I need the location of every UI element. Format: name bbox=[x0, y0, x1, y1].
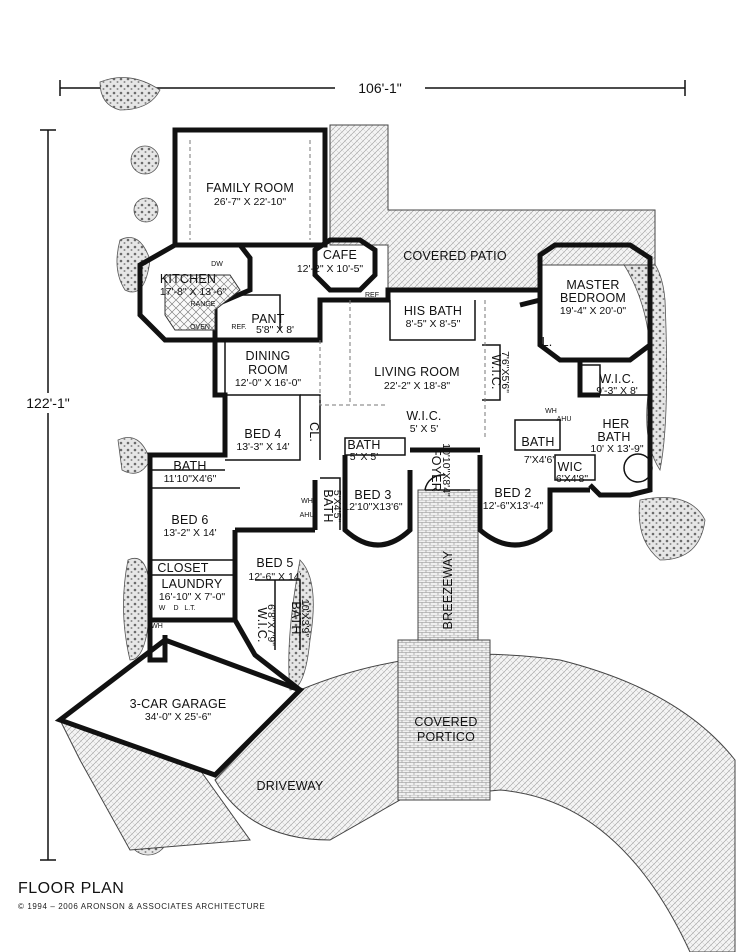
wh-laundry-label: WH bbox=[151, 623, 163, 630]
bath-bed6-label: BATH bbox=[173, 459, 206, 473]
washer-label: W bbox=[159, 605, 166, 612]
dryer-label: D bbox=[173, 605, 178, 612]
interior-walls bbox=[150, 294, 650, 650]
family-room-dim: 26'-7" X 22'-10" bbox=[214, 196, 286, 208]
width-dimension-label: 106'-1" bbox=[358, 80, 401, 96]
bed4-dim: 13'-3" X 14' bbox=[236, 441, 289, 453]
covered-patio-floor bbox=[329, 124, 656, 291]
her-bath-tub bbox=[623, 453, 653, 483]
bath-bed2-label: BATH bbox=[521, 435, 554, 449]
bath-vert-label: BATH bbox=[321, 489, 335, 522]
kitchen-tile bbox=[164, 274, 241, 331]
her-bath-dim: 10' X 13'-9" bbox=[590, 443, 644, 455]
closet-label: CLOSET bbox=[157, 561, 208, 575]
master-bedroom-label-1: MASTER bbox=[566, 278, 619, 292]
breezeway-floor bbox=[417, 489, 479, 641]
cafe-dim: 12'-2" X 10'-5" bbox=[297, 263, 364, 275]
ref-label: REF. bbox=[231, 324, 246, 331]
his-bath-dim: 8'-5" X 8'-5" bbox=[406, 318, 461, 330]
bed2-label: BED 2 bbox=[494, 486, 531, 500]
wh-master-label: WH bbox=[545, 408, 557, 415]
foyer-dim: 10'10"X8'4" bbox=[440, 443, 452, 497]
bed5-dim: 12'-6" X 14' bbox=[248, 571, 301, 583]
depth-dimension bbox=[10, 129, 86, 861]
bed5-label: BED 5 bbox=[256, 556, 293, 570]
wh-center-label: WH bbox=[301, 498, 313, 505]
bed3-dim: 12'10"X13'6" bbox=[343, 501, 403, 513]
open-plan-lines bbox=[189, 140, 486, 440]
master-bedroom-dim: 19'-4" X 20'-0" bbox=[560, 305, 627, 317]
bath-bed5-label: BATH bbox=[289, 601, 303, 634]
family-room-label: FAMILY ROOM bbox=[206, 181, 294, 195]
wic-bed5-label: W.I.C. bbox=[255, 607, 269, 642]
bed6-dim: 13'-2" X 14' bbox=[163, 527, 216, 539]
depth-dimension-label: 122'-1" bbox=[26, 395, 69, 411]
bed3-label: BED 3 bbox=[354, 488, 391, 502]
living-room-dim: 22'-2" X 18'-8" bbox=[384, 380, 451, 392]
front-door bbox=[424, 474, 470, 491]
foyer-label: FOYER bbox=[429, 448, 443, 492]
cafe-label: CAFE bbox=[323, 248, 357, 262]
wic-his-dim: 7'6"X5'6" bbox=[499, 351, 511, 393]
covered-portico-label-1: COVERED bbox=[414, 715, 477, 729]
kitchen-dim: 17'-8" X 13'-6" bbox=[160, 286, 227, 298]
bath-bed6-dim: 11'10"X4'6" bbox=[164, 473, 217, 485]
wic-bed5-dim: 6'8"X7'9" bbox=[265, 604, 277, 646]
covered-patio-label: COVERED PATIO bbox=[403, 249, 507, 263]
ahu-master-label: AHU bbox=[557, 416, 572, 423]
wic-center-dim: 5' X 5' bbox=[410, 423, 439, 435]
dining-room-label-2: ROOM bbox=[248, 363, 288, 377]
ahu-center-label: AHU bbox=[300, 512, 315, 519]
bed2-dim: 12'-6"X13'-4" bbox=[483, 500, 544, 512]
pantry-label: PANT bbox=[251, 312, 284, 326]
laundry-label: LAUNDRY bbox=[162, 577, 223, 591]
bed4-label: BED 4 bbox=[244, 427, 281, 441]
master-wic-dim: 9'-3" X 8' bbox=[596, 385, 638, 397]
covered-portico-floor bbox=[397, 639, 491, 801]
garage-label: 3-CAR GARAGE bbox=[130, 697, 227, 711]
bath-center-label: BATH bbox=[347, 438, 380, 452]
width-dimension bbox=[59, 78, 686, 96]
covered-portico-label-2: PORTICO bbox=[417, 730, 475, 744]
wic-small-dim: 6'X4'8" bbox=[556, 473, 589, 485]
garage-dim: 34'-0" X 25'-6" bbox=[145, 711, 212, 723]
her-bath-label-1: HER bbox=[603, 417, 630, 431]
copyright-text: © 1994 – 2006 ARONSON & ASSOCIATES ARCHI… bbox=[18, 902, 266, 911]
drawing-title: FLOOR PLAN bbox=[18, 880, 125, 897]
driveway-label: DRIVEWAY bbox=[257, 779, 324, 793]
laundry-tub-label: L.T. bbox=[184, 605, 195, 612]
bath-bed2-dim: 7'X4'6" bbox=[524, 454, 557, 466]
bath-bed5-dim: 10'X3'9" bbox=[299, 599, 311, 637]
ref2-label: REF bbox=[365, 292, 379, 299]
wic-center-label: W.I.C. bbox=[406, 409, 441, 423]
master-bedroom-label-2: BEDROOM bbox=[560, 291, 626, 305]
linen-label: L. bbox=[542, 335, 553, 349]
wic-his-label: W.I.C. bbox=[489, 354, 503, 389]
oven-label: OVEN bbox=[190, 324, 210, 331]
laundry-dim: 16'-10" X 7'-0" bbox=[159, 591, 226, 603]
bath-vert-dim: 5'X4'5" bbox=[331, 490, 343, 523]
dishwasher-label: DW bbox=[211, 261, 223, 268]
living-room-label: LIVING ROOM bbox=[374, 365, 460, 379]
kitchen-label: KITCHEN bbox=[160, 272, 216, 286]
range-label: RANGE bbox=[191, 301, 216, 308]
dining-room-label-1: DINING bbox=[246, 349, 291, 363]
her-bath-label-2: BATH bbox=[597, 430, 630, 444]
bed6-label: BED 6 bbox=[171, 513, 208, 527]
wic-small-label: WIC bbox=[558, 460, 583, 474]
dining-room-dim: 12'-0" X 16'-0" bbox=[235, 377, 302, 389]
breezeway-label: BREEZEWAY bbox=[441, 550, 455, 629]
his-bath-label: HIS BATH bbox=[404, 304, 462, 318]
closet-cl-label: CL. bbox=[307, 422, 321, 442]
master-wic-label: W.I.C. bbox=[599, 372, 634, 386]
bath-center-dim: 5' X 5' bbox=[350, 451, 379, 463]
exterior-walls bbox=[54, 127, 653, 778]
pantry-dim: 5'8" X 8' bbox=[256, 324, 294, 336]
